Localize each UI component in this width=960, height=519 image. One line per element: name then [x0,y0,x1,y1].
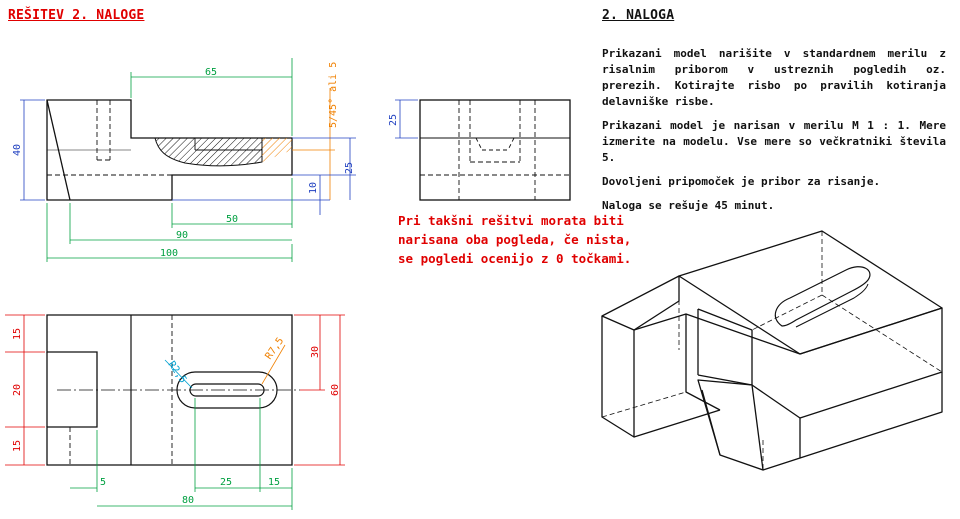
dim-15-top-c: 15 [268,477,280,488]
task-title: 2. NALOGA [602,8,675,23]
note-line: narisana oba pogleda, če nista, [398,232,632,247]
dim-40: 40 [12,144,23,156]
dim-5: 5 [100,477,106,488]
dim-65: 65 [205,67,217,78]
dim-25-side: 25 [388,114,399,126]
instruction-paragraph: Prikazani model je narisan v merilu M 1 … [602,119,946,164]
task-instructions: Prikazani model narišite v standardnem m… [602,46,946,222]
note-line: se pogledi ocenijo z 0 točkami. [398,251,632,266]
note-line: Pri takšni rešitvi morata biti [398,213,624,228]
dim-90: 90 [176,230,188,241]
top-dimensions [5,314,345,510]
dim-15-top-b: 15 [12,440,23,452]
instruction-paragraph: Prikazani model narišite v standardnem m… [602,47,946,108]
dim-50: 50 [226,214,238,225]
front-view [46,99,293,201]
instruction-paragraph: Naloga se rešuje 45 minut. [602,199,775,212]
isometric-view [601,230,943,471]
scoring-note: Pri takšni rešitvi morata biti narisana … [398,211,632,268]
dim-80: 80 [182,495,194,506]
dim-10: 10 [308,182,319,194]
top-view [46,314,300,466]
dim-25-top: 25 [220,477,232,488]
solution-title: REŠITEV 2. NALOGE [8,8,145,23]
instruction-paragraph: Dovoljeni pripomoček je pribor za risanj… [602,175,881,188]
dim-25-front: 25 [344,162,355,174]
front-dimensions [20,58,356,262]
dim-30: 30 [310,346,321,358]
dim-100: 100 [160,248,178,259]
dim-60: 60 [330,384,341,396]
dim-r25: R2,5 [166,359,189,385]
side-dimensions [395,99,418,139]
dim-20: 20 [12,384,23,396]
side-view [419,99,571,201]
dim-chamfer: 5/45° ali 5 [328,62,339,128]
dim-15-top-a: 15 [12,328,23,340]
